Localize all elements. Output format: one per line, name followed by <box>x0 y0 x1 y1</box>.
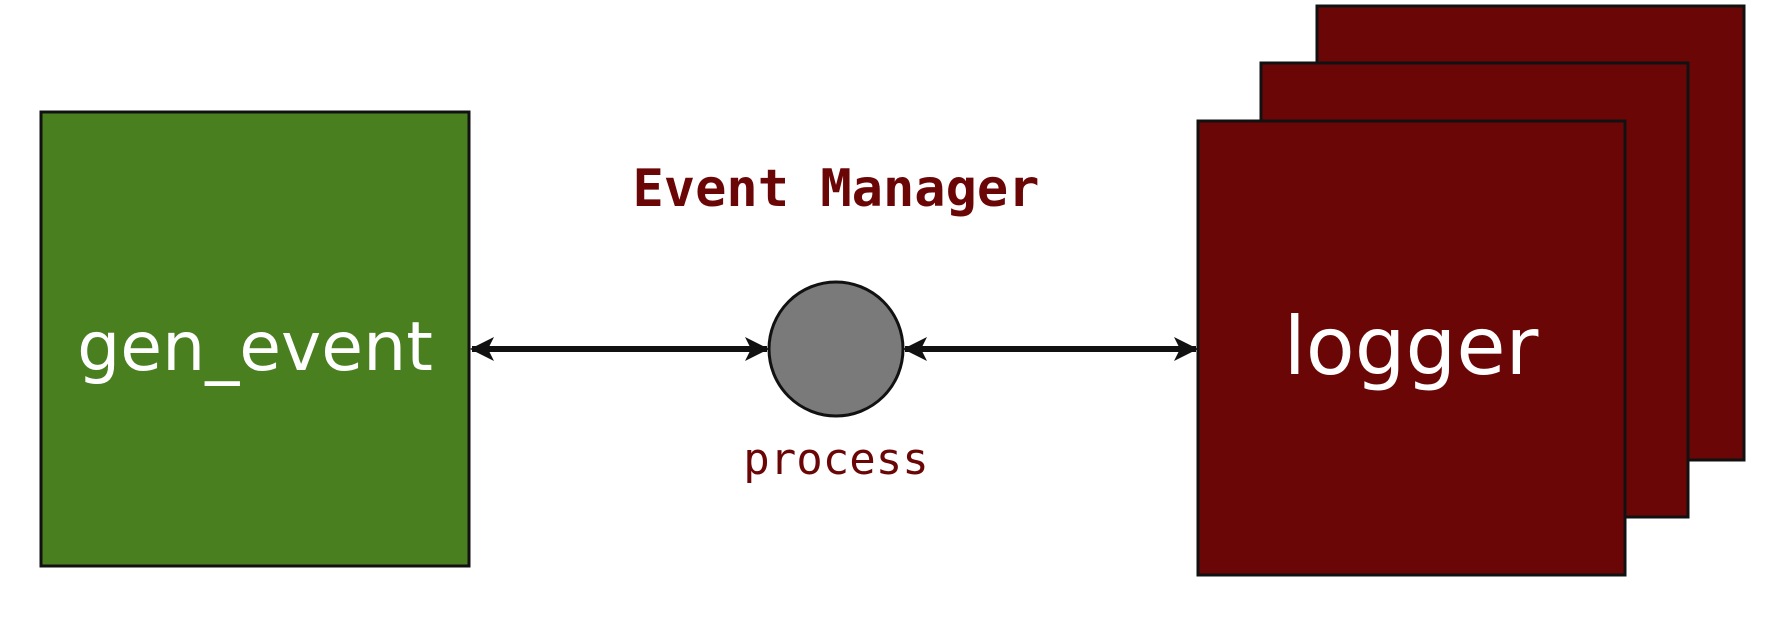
logger-label: logger <box>1284 300 1539 393</box>
process-node <box>767 280 905 418</box>
diagram-title: Event Manager <box>633 159 1040 219</box>
gen-event-label: gen_event <box>77 308 433 387</box>
gen-event-box <box>39 110 471 568</box>
process-label: process <box>743 434 928 485</box>
logger-box-front <box>1196 119 1627 577</box>
